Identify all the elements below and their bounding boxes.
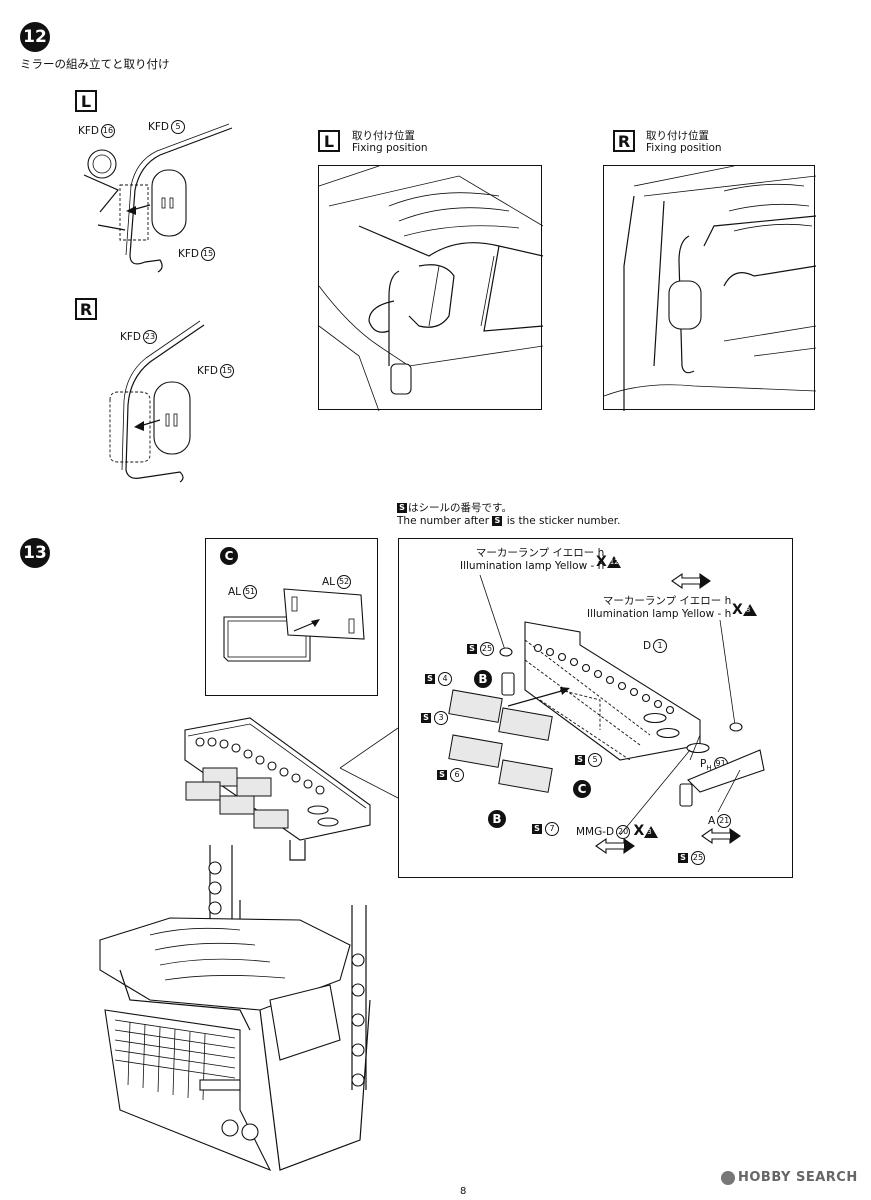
watermark-icon xyxy=(721,1170,735,1185)
fixing-left-frame xyxy=(318,165,544,412)
lamp1-label: マーカーランプ イエロー h Illumination lamp Yellow … xyxy=(460,547,605,572)
warning-triangle-icon: 3 xyxy=(644,826,659,838)
fixing-right-en: Fixing position xyxy=(646,142,722,154)
cab-left-drawing xyxy=(318,165,544,412)
warning-triangle-icon: 12 xyxy=(606,555,621,568)
letter-b-bottom: B xyxy=(488,810,506,828)
grille xyxy=(114,1019,236,1101)
fixing-left-side-label: L xyxy=(318,130,340,152)
watermark: HOBBY SEARCH xyxy=(721,1170,858,1185)
step-12-number: 12 xyxy=(20,22,50,52)
rack-lamps xyxy=(195,737,325,795)
double-arrow-icon-right xyxy=(701,827,741,845)
box-c-drawing xyxy=(223,588,365,662)
letter-b-top: B xyxy=(474,670,492,688)
page-number: 8 xyxy=(460,1186,467,1197)
step-12-title: ミラーの組み立てと取り付け xyxy=(20,57,170,71)
step-13-number: 13 xyxy=(20,538,50,568)
cab-right-drawing xyxy=(603,165,817,411)
fixing-left-en: Fixing position xyxy=(352,142,428,154)
fixing-right-side-label: R xyxy=(613,130,635,152)
fixing-right-frame xyxy=(603,165,817,411)
box-c-letter: C xyxy=(220,547,238,565)
lamp2-label: マーカーランプ イエロー h Illumination lamp Yellow … xyxy=(587,595,732,620)
sticker-note-en: The number after S is the sticker number… xyxy=(397,515,621,527)
warning-triangle-icon: 8 xyxy=(742,603,757,616)
fixing-right-ja: 取り付け位置 xyxy=(646,130,709,142)
side-label-right: R xyxy=(75,298,97,320)
double-arrow-icon-left xyxy=(595,837,635,855)
double-arrow-icon-top xyxy=(671,572,711,590)
detail-rack-lamps xyxy=(533,643,675,715)
fixing-left-ja: 取り付け位置 xyxy=(352,130,415,142)
letter-c-detail: C xyxy=(573,780,591,798)
side-label-left: L xyxy=(75,90,97,112)
